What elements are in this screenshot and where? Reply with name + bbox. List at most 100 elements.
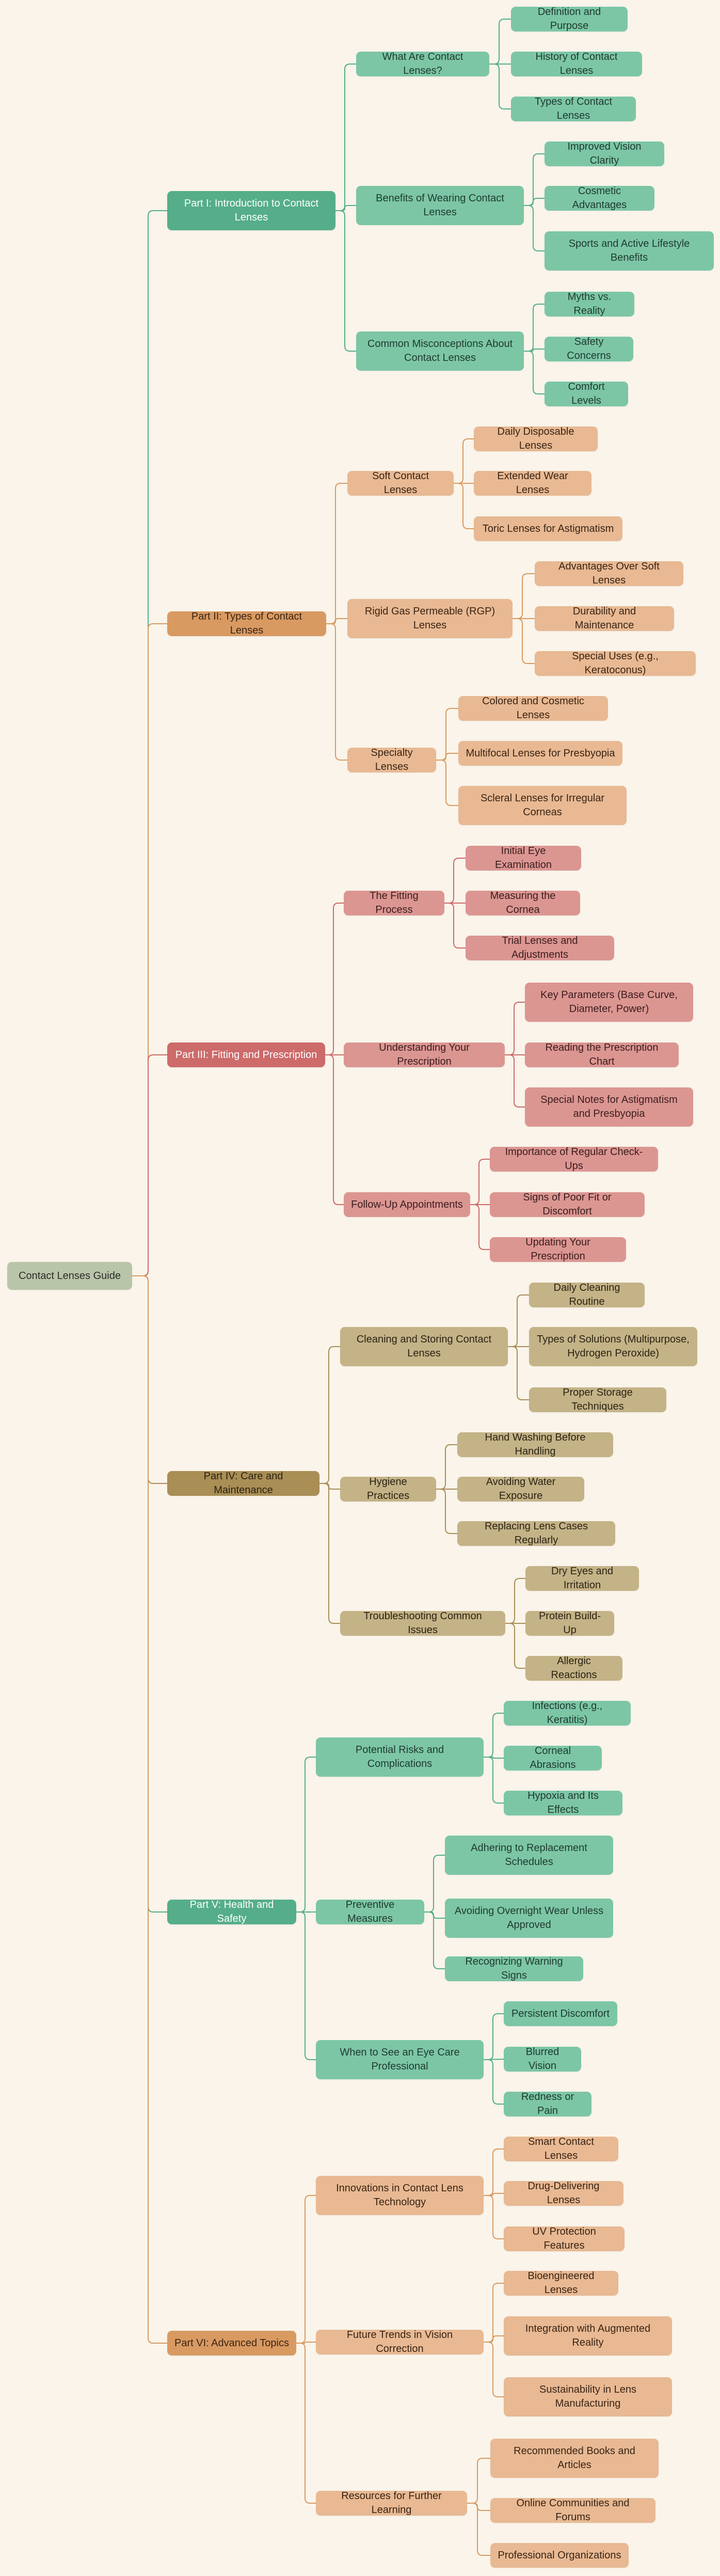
root-node-contact-lenses-guide[interactable]: Contact Lenses Guide	[7, 1262, 132, 1290]
item-node-recognizing-warning-signs[interactable]: Recognizing Warning Signs	[445, 1956, 583, 1981]
part-node-part-vi-advanced-topics[interactable]: Part VI: Advanced Topics	[167, 2331, 296, 2356]
item-node-improved-vision-clarity[interactable]: Improved Vision Clarity	[545, 141, 664, 166]
topic-node-what-are-contact-lenses[interactable]: What Are Contact Lenses?	[356, 51, 489, 76]
item-node-multifocal-lenses-for-presbyopia[interactable]: Multifocal Lenses for Presbyopia	[458, 741, 622, 766]
topic-node-common-misconceptions-about-contact-lenses[interactable]: Common Misconceptions About Contact Lens…	[356, 331, 524, 371]
item-node-sports-and-active-lifestyle-benefits[interactable]: Sports and Active Lifestyle Benefits	[545, 231, 714, 271]
item-node-toric-lenses-for-astigmatism[interactable]: Toric Lenses for Astigmatism	[474, 516, 622, 541]
topic-node-specialty-lenses[interactable]: Specialty Lenses	[347, 747, 436, 772]
item-node-measuring-the-cornea[interactable]: Measuring the Cornea	[466, 890, 580, 915]
topic-node-soft-contact-lenses[interactable]: Soft Contact Lenses	[347, 470, 454, 496]
item-node-trial-lenses-and-adjustments[interactable]: Trial Lenses and Adjustments	[466, 935, 614, 960]
topic-node-cleaning-and-storing-contact-lenses[interactable]: Cleaning and Storing Contact Lenses	[340, 1327, 508, 1366]
item-node-online-communities-and-forums[interactable]: Online Communities and Forums	[490, 2498, 655, 2523]
edge-topic-5-1-item-1	[484, 1757, 504, 1759]
item-node-importance-of-regular-check-ups-label: Importance of Regular Check-Ups	[505, 1146, 643, 1172]
item-node-extended-wear-lenses[interactable]: Extended Wear Lenses	[474, 470, 591, 496]
item-node-avoiding-water-exposure[interactable]: Avoiding Water Exposure	[457, 1476, 584, 1502]
topic-node-future-trends-in-vision-correction[interactable]: Future Trends in Vision Correction	[316, 2329, 484, 2354]
item-node-infections-e-g-keratitis-label: Infections (e.g., Keratitis)	[532, 1700, 603, 1726]
item-node-updating-your-prescription[interactable]: Updating Your Prescription	[490, 1237, 626, 1262]
item-node-history-of-contact-lenses-label: History of Contact Lenses	[535, 51, 618, 76]
item-node-blurred-vision[interactable]: Blurred Vision	[504, 2046, 581, 2072]
part-node-part-i-introduction-to-contact-lenses[interactable]: Part I: Introduction to Contact Lenses	[167, 191, 335, 230]
item-node-initial-eye-examination[interactable]: Initial Eye Examination	[466, 845, 581, 871]
edge-part-4-topic-2	[319, 1483, 340, 1624]
item-node-avoiding-overnight-wear-unless-approved[interactable]: Avoiding Overnight Wear Unless Approved	[445, 1899, 613, 1938]
item-node-replacing-lens-cases-regularly[interactable]: Replacing Lens Cases Regularly	[457, 1521, 615, 1546]
topic-node-understanding-your-prescription-label: Understanding Your Prescription	[379, 1042, 470, 1067]
topic-node-potential-risks-and-complications[interactable]: Potential Risks and Complications	[316, 1737, 484, 1777]
item-node-types-of-contact-lenses[interactable]: Types of Contact Lenses	[511, 96, 636, 121]
part-node-part-iv-care-and-maintenance[interactable]: Part IV: Care and Maintenance	[167, 1471, 319, 1496]
item-node-types-of-solutions-multipurpose-hydrogen-peroxid[interactable]: Types of Solutions (Multipurpose, Hydrog…	[529, 1327, 697, 1366]
item-node-sports-and-active-lifestyle-benefits-label: Sports and Active Lifestyle Benefits	[568, 238, 690, 263]
item-node-comfort-levels[interactable]: Comfort Levels	[545, 381, 628, 406]
item-node-importance-of-regular-check-ups[interactable]: Importance of Regular Check-Ups	[490, 1146, 658, 1172]
part-node-part-ii-types-of-contact-lenses[interactable]: Part II: Types of Contact Lenses	[167, 611, 326, 636]
item-node-special-notes-for-astigmatism-and-presbyopia[interactable]: Special Notes for Astigmatism and Presby…	[525, 1087, 693, 1127]
item-node-integration-with-augmented-reality[interactable]: Integration with Augmented Reality	[504, 2316, 672, 2356]
topic-node-hygiene-practices[interactable]: Hygiene Practices	[340, 1476, 436, 1502]
item-node-myths-vs-reality[interactable]: Myths vs. Reality	[545, 291, 634, 317]
item-node-bioengineered-lenses[interactable]: Bioengineered Lenses	[504, 2270, 618, 2296]
item-node-key-parameters-base-curve-diameter-power[interactable]: Key Parameters (Base Curve, Diameter, Po…	[525, 983, 693, 1022]
item-node-smart-contact-lenses[interactable]: Smart Contact Lenses	[504, 2136, 618, 2161]
topic-node-understanding-your-prescription[interactable]: Understanding Your Prescription	[344, 1042, 505, 1067]
topic-node-follow-up-appointments-label: Follow-Up Appointments	[351, 1198, 463, 1210]
item-node-safety-concerns[interactable]: Safety Concerns	[545, 336, 633, 361]
item-node-daily-disposable-lenses[interactable]: Daily Disposable Lenses	[474, 426, 598, 451]
edge-topic-6-2-item-0	[484, 2283, 504, 2343]
topic-node-common-misconceptions-about-contact-lenses-label: Common Misconceptions About Contact Lens…	[367, 338, 513, 364]
topic-node-benefits-of-wearing-contact-lenses[interactable]: Benefits of Wearing Contact Lenses	[356, 186, 524, 225]
item-node-persistent-discomfort-label: Persistent Discomfort	[511, 2008, 610, 2019]
item-node-recommended-books-and-articles[interactable]: Recommended Books and Articles	[490, 2439, 659, 2478]
item-node-allergic-reactions[interactable]: Allergic Reactions	[525, 1655, 622, 1681]
item-node-scleral-lenses-for-irregular-corneas[interactable]: Scleral Lenses for Irregular Corneas	[458, 786, 627, 825]
item-node-special-uses-e-g-keratoconus[interactable]: Special Uses (e.g., Keratoconus)	[535, 651, 696, 676]
item-node-advantages-over-soft-lenses[interactable]: Advantages Over Soft Lenses	[535, 561, 683, 586]
item-node-history-of-contact-lenses[interactable]: History of Contact Lenses	[511, 51, 642, 76]
item-node-cosmetic-advantages[interactable]: Cosmetic Advantages	[545, 185, 654, 211]
topic-node-the-fitting-process[interactable]: The Fitting Process	[344, 890, 444, 915]
item-node-daily-cleaning-routine[interactable]: Daily Cleaning Routine	[529, 1282, 645, 1307]
part-node-part-v-health-and-safety[interactable]: Part V: Health and Safety	[167, 1899, 296, 1924]
item-node-improved-vision-clarity-label: Improved Vision Clarity	[567, 141, 642, 166]
edge-topic-2-2-item-0	[513, 573, 535, 619]
item-node-durability-and-maintenance[interactable]: Durability and Maintenance	[535, 606, 674, 631]
topic-node-when-to-see-an-eye-care-professional[interactable]: When to See an Eye Care Professional	[316, 2040, 484, 2079]
item-node-proper-storage-techniques[interactable]: Proper Storage Techniques	[529, 1387, 666, 1412]
item-node-definition-and-purpose[interactable]: Definition and Purpose	[511, 6, 628, 31]
item-node-uv-protection-features[interactable]: UV Protection Features	[504, 2226, 625, 2251]
topic-node-resources-for-further-learning[interactable]: Resources for Further Learning	[316, 2490, 467, 2516]
topic-node-preventive-measures[interactable]: Preventive Measures	[316, 1899, 424, 1924]
item-node-drug-delivering-lenses[interactable]: Drug-Delivering Lenses	[504, 2180, 623, 2206]
edge-topic-4-1-item-0	[508, 1294, 529, 1347]
part-node-part-iii-fitting-and-prescription-label: Part III: Fitting and Prescription	[175, 1049, 317, 1061]
edge-part-2-topic-1	[326, 618, 347, 624]
item-node-adhering-to-replacement-schedules[interactable]: Adhering to Replacement Schedules	[445, 1836, 613, 1875]
item-node-signs-of-poor-fit-or-discomfort[interactable]: Signs of Poor Fit or Discomfort	[490, 1192, 645, 1217]
item-node-sustainability-in-lens-manufacturing[interactable]: Sustainability in Lens Manufacturing	[504, 2377, 672, 2416]
item-node-persistent-discomfort[interactable]: Persistent Discomfort	[504, 2001, 617, 2026]
item-node-professional-organizations[interactable]: Professional Organizations	[490, 2543, 629, 2568]
item-node-dry-eyes-and-irritation[interactable]: Dry Eyes and Irritation	[525, 1566, 639, 1591]
part-node-part-iii-fitting-and-prescription[interactable]: Part III: Fitting and Prescription	[167, 1042, 325, 1067]
edge-topic-5-3-item-1	[483, 2059, 504, 2060]
edge-topic-2-3-item-1	[436, 753, 458, 761]
topic-node-rigid-gas-permeable-rgp-lenses[interactable]: Rigid Gas Permeable (RGP) Lenses	[347, 599, 513, 638]
topic-node-follow-up-appointments[interactable]: Follow-Up Appointments	[344, 1192, 470, 1217]
item-node-infections-e-g-keratitis[interactable]: Infections (e.g., Keratitis)	[504, 1700, 631, 1726]
item-node-hypoxia-and-its-effects[interactable]: Hypoxia and Its Effects	[504, 1790, 622, 1815]
edge-topic-4-2-item-0	[436, 1444, 457, 1490]
item-node-protein-build-up[interactable]: Protein Build-Up	[525, 1610, 614, 1636]
item-node-reading-the-prescription-chart[interactable]: Reading the Prescription Chart	[525, 1042, 679, 1067]
item-node-colored-and-cosmetic-lenses[interactable]: Colored and Cosmetic Lenses	[458, 696, 608, 721]
item-node-hand-washing-before-handling[interactable]: Hand Washing Before Handling	[457, 1432, 613, 1457]
edge-topic-5-2-item-1	[424, 1911, 445, 1919]
item-node-corneal-abrasions[interactable]: Corneal Abrasions	[504, 1745, 602, 1771]
topic-node-innovations-in-contact-lens-technology[interactable]: Innovations in Contact Lens Technology	[316, 2176, 484, 2215]
edge-part-6-topic-2	[296, 2343, 316, 2504]
topic-node-troubleshooting-common-issues[interactable]: Troubleshooting Common Issues	[340, 1610, 505, 1636]
item-node-redness-or-pain[interactable]: Redness or Pain	[504, 2091, 591, 2116]
